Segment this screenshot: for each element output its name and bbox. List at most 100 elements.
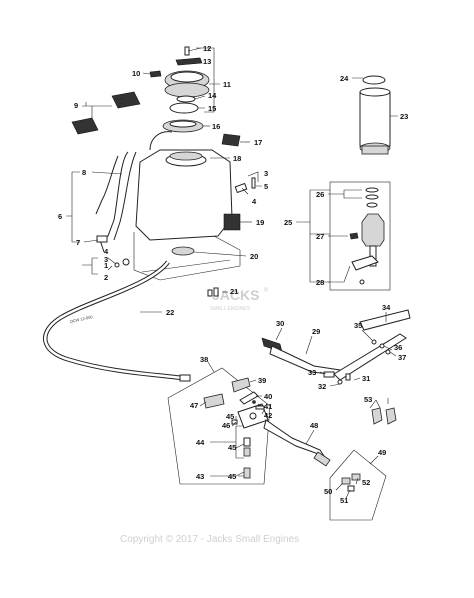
callout-51: 51: [340, 496, 348, 505]
part-10-tag: [149, 70, 162, 78]
callout-3b: 3: [264, 169, 268, 178]
callout-5: 5: [264, 182, 268, 191]
leader-lines: [66, 47, 398, 499]
callout-41: 41: [264, 402, 272, 411]
callout-3: 3: [104, 255, 108, 264]
part-17-label: [221, 133, 241, 147]
part-15-filter: [169, 102, 199, 114]
part-39-lever: [231, 377, 251, 393]
callout-25: 25: [284, 218, 292, 227]
watermark-registered: ®: [264, 287, 269, 294]
copyright-text: Copyright © 2017 - Jacks Small Engines: [120, 534, 299, 545]
valve-assembly: [167, 367, 331, 485]
watermark-tagline: SMALL ENGINES: [210, 306, 251, 312]
part-28-linkage: [351, 255, 379, 271]
part-19-label: [223, 213, 241, 231]
part-53-nozzles: [369, 398, 397, 425]
part-11-cap-base: [164, 82, 210, 98]
callout-11: 11: [223, 80, 231, 89]
callout-48: 48: [310, 421, 318, 430]
frame: [133, 232, 241, 281]
group-49-box: [329, 449, 387, 521]
piston-assembly: [329, 181, 391, 291]
part-21-fitting: [213, 287, 219, 297]
group-38-box: [167, 367, 271, 485]
callout-9: 9: [74, 101, 78, 110]
cap-assembly: [149, 46, 241, 147]
callout-40: 40: [264, 392, 272, 401]
callout-23: 23: [400, 112, 408, 121]
part-43-nozzle: [243, 467, 251, 479]
callout-19: 19: [256, 218, 264, 227]
part-13-label: [175, 57, 203, 66]
callout-38: 38: [200, 355, 208, 364]
part-22-hose: QCW 12-000: [43, 260, 191, 382]
part-27-piston: [361, 213, 385, 247]
part-42-pin: [255, 405, 265, 410]
part-23-cylinder: [359, 91, 391, 147]
callout-4: 4: [104, 247, 109, 256]
callout-21: 21: [230, 287, 238, 296]
part-9-pad-a: [111, 91, 141, 109]
part-4-fitting: [122, 258, 130, 266]
pump-cylinder: [359, 75, 391, 155]
part-41-ball: [252, 400, 256, 404]
part-27-tag: [349, 232, 359, 240]
part-32-clip: [337, 379, 343, 385]
callout-29: 29: [312, 327, 320, 336]
part-26-oring-b: [365, 194, 379, 200]
part-45-seal-a: [243, 437, 251, 447]
part-46-seal: [231, 419, 238, 425]
part-14-washer: [176, 95, 196, 103]
callout-4b: 4: [252, 197, 257, 206]
callout-43: 43: [196, 472, 204, 481]
part-51-seal: [347, 485, 355, 492]
part-52-tip: [351, 473, 361, 481]
callout-2: 2: [104, 273, 108, 282]
callout-31: 31: [362, 374, 370, 383]
callout-34: 34: [382, 303, 391, 312]
part-35-bolt: [371, 339, 377, 345]
part-24-seal: [362, 75, 386, 85]
callout-12: 12: [203, 44, 211, 53]
part-5-pin: [251, 177, 256, 189]
part-8-strap: [99, 151, 129, 253]
callout-28: 28: [316, 278, 324, 287]
part-36-washer: [379, 343, 385, 349]
tank-assembly: [95, 131, 256, 297]
part-37-nut: [385, 349, 391, 355]
callout-36: 36: [394, 343, 402, 352]
watermark: JACKS ® SMALL ENGINES Copyright © 2017 -…: [120, 287, 299, 545]
part-7-bracket: [96, 235, 108, 243]
part-4-plug: [234, 182, 248, 194]
watermark-logo: JACKS: [212, 287, 259, 303]
callout-53: 53: [364, 395, 372, 404]
hose-tag: QCW 12-000: [69, 314, 94, 324]
callout-44: 44: [196, 438, 205, 447]
callout-13: 13: [203, 57, 211, 66]
callout-30: 30: [276, 319, 284, 328]
callout-26: 26: [316, 190, 324, 199]
callout-14: 14: [208, 91, 217, 100]
part-34-rod: [333, 333, 407, 381]
callout-15: 15: [208, 104, 216, 113]
part-31-pin: [345, 373, 351, 381]
part-16-ring-inner: [169, 120, 197, 128]
callout-45a: 45: [226, 412, 234, 421]
part-44-cartridge: [243, 447, 251, 457]
callout-39: 39: [258, 376, 266, 385]
callout-50: 50: [324, 487, 332, 496]
callout-27: 27: [316, 232, 324, 241]
callout-8: 8: [82, 168, 86, 177]
callout-17: 17: [254, 138, 262, 147]
callout-6: 6: [58, 212, 62, 221]
handle-assembly: [261, 309, 411, 385]
nozzle-kit: [329, 449, 387, 521]
part-11-cap-top: [170, 71, 204, 83]
part-9-strap-pads: [71, 91, 141, 135]
callout-20: 20: [250, 252, 258, 261]
callout-42: 42: [264, 411, 272, 420]
part-20-pump-base: [171, 246, 195, 256]
part-50-tip: [341, 477, 351, 485]
